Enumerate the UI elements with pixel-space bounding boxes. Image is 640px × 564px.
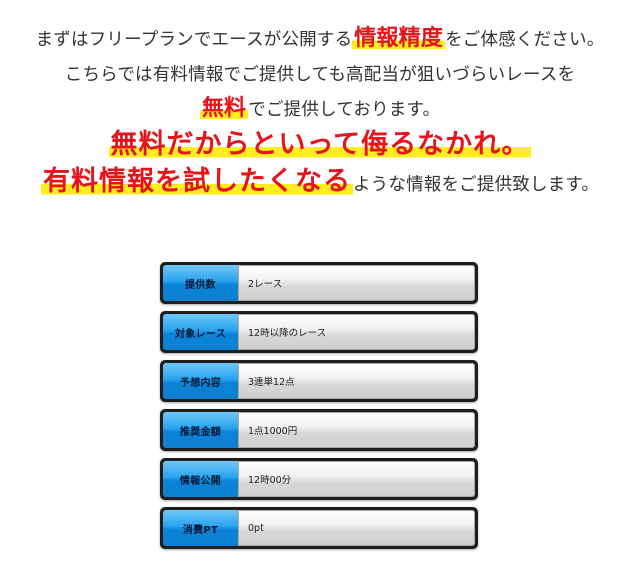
info-row-prediction: 予想内容 3連単12点 <box>160 360 478 402</box>
intro-line-2: こちらでは有料情報でご提供しても高配当が狙いづらいレースを <box>64 65 576 85</box>
intro-line-5-after: ような情報をご提供致します。 <box>352 175 600 195</box>
highlight-free: 無料 <box>199 96 249 121</box>
info-value: 12時以降のレース <box>238 314 475 350</box>
intro-line-1: まずはフリープランでエースが公開する情報精度をご体感ください。 <box>0 20 640 59</box>
info-row-target-race: 対象レース 12時以降のレース <box>160 311 478 353</box>
info-value: 2レース <box>238 265 475 301</box>
intro-line-4: 無料だからといって侮るなかれ。 <box>0 125 640 168</box>
info-label: 消費PT <box>163 510 238 546</box>
info-value: 1点1000円 <box>238 412 475 448</box>
intro-line-5: 有料情報を試したくなるような情報をご提供致します。 <box>0 162 640 205</box>
highlight-info-accuracy: 情報精度 <box>352 26 446 51</box>
intro-line-3-after: でご提供しております。 <box>248 100 441 120</box>
info-label: 提供数 <box>163 265 238 301</box>
info-label: 情報公開 <box>163 461 238 497</box>
info-value: 0pt <box>238 510 475 546</box>
info-value: 3連単12点 <box>238 363 475 399</box>
info-row-points-cost: 消費PT 0pt <box>160 507 478 549</box>
highlight-want-to-try-paid: 有料情報を試したくなる <box>40 166 353 197</box>
free-plan-info-list: 提供数 2レース 対象レース 12時以降のレース 予想内容 3連単12点 推奨金… <box>160 262 478 556</box>
info-label: 対象レース <box>163 314 238 350</box>
info-label: 予想内容 <box>163 363 238 399</box>
info-row-release-time: 情報公開 12時00分 <box>160 458 478 500</box>
info-row-recommended-amount: 推奨金額 1点1000円 <box>160 409 478 451</box>
intro-line-1-before: まずはフリープランでエースが公開する <box>35 30 353 50</box>
highlight-dont-underestimate: 無料だからといって侮るなかれ。 <box>108 129 532 160</box>
info-value: 12時00分 <box>238 461 475 497</box>
intro-line-3: 無料でご提供しております。 <box>0 90 640 129</box>
info-label: 推奨金額 <box>163 412 238 448</box>
intro-line-1-after: をご体感ください。 <box>445 30 605 50</box>
info-row-offer-count: 提供数 2レース <box>160 262 478 304</box>
